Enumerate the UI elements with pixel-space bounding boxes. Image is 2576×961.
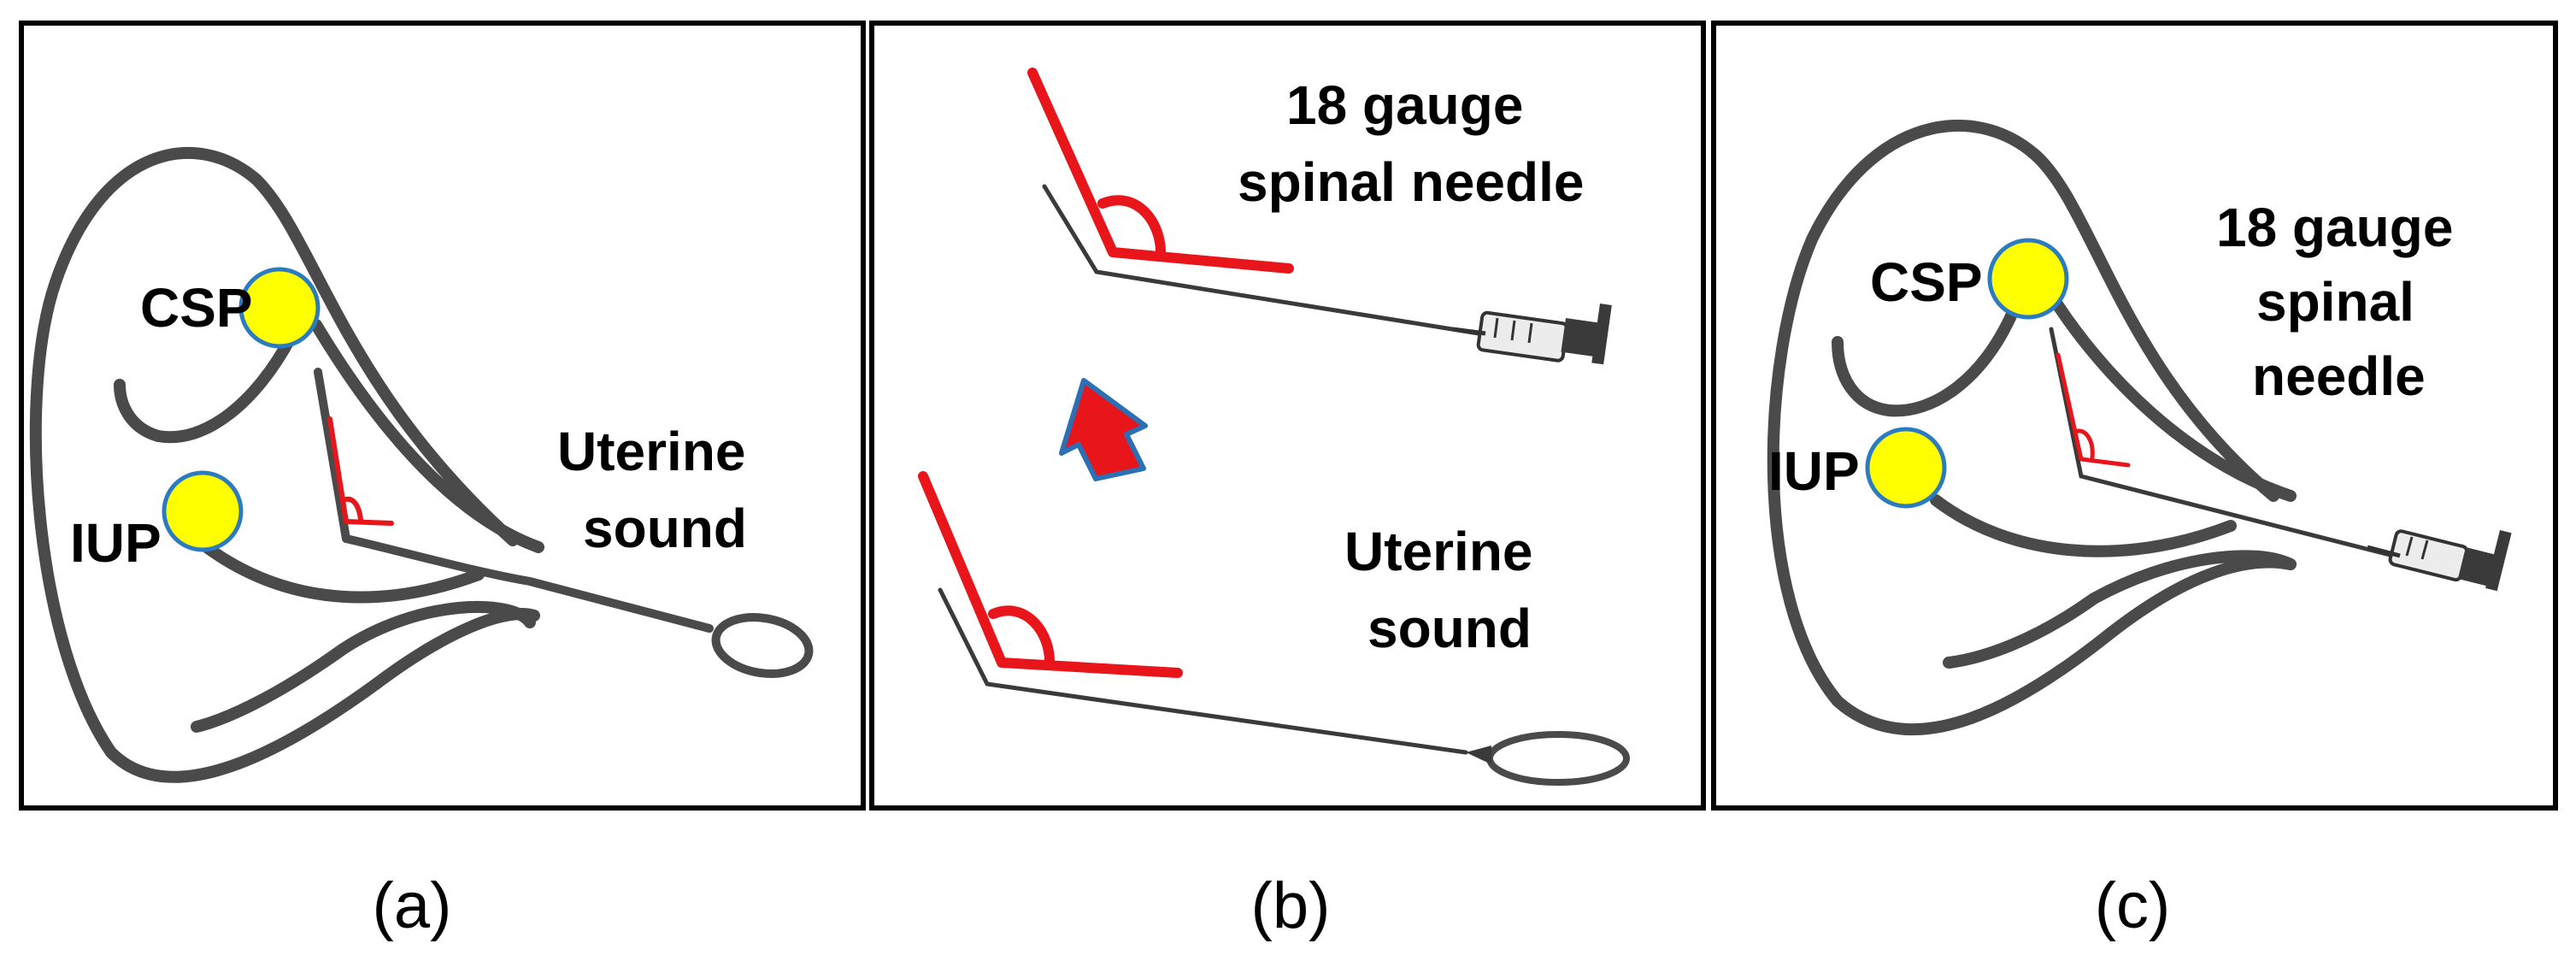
caption-a: (a) — [373, 870, 452, 942]
panel-c: CSP IUP 18 gauge spinal needle — [1711, 21, 2558, 811]
needle-bend-marker — [2056, 352, 2131, 468]
cervix-lower-lip — [1943, 550, 2297, 669]
sound-shaft — [938, 587, 1468, 755]
transition-arrow-icon — [1059, 378, 1148, 481]
sound-label-line1: Uterine — [1344, 521, 1533, 582]
cavity-upper-curve — [114, 332, 297, 444]
uterus-outline — [29, 146, 540, 783]
syringe-icon — [1452, 303, 1612, 365]
cervix-lower-lip — [191, 601, 536, 733]
panel-c-frame — [1711, 21, 2558, 811]
csp-label: CSP — [1870, 251, 1983, 313]
csp-sac — [1987, 238, 2069, 320]
panel-b-frame — [869, 21, 1706, 811]
instrument-label-line2: spinal — [2256, 271, 2414, 333]
caption-c: (c) — [2095, 870, 2171, 942]
panel-b: 18 gauge spinal needle Uterine sound — [869, 21, 1706, 811]
needle-label-line2: spinal needle — [1238, 151, 1584, 213]
iup-label: IUP — [1768, 440, 1860, 502]
panel-a-frame — [19, 21, 866, 811]
uterine-sound — [918, 471, 1630, 786]
needle-label-line1: 18 gauge — [1286, 74, 1523, 136]
sound-bend-marker — [918, 471, 1183, 678]
canal-lower-wall — [195, 537, 485, 604]
uterine-sound-bent-tip — [314, 368, 350, 543]
syringe-icon — [2367, 529, 2512, 592]
bend-angle-arc — [341, 496, 363, 522]
uterine-sound-ring-handle — [711, 613, 814, 678]
iup-sac — [162, 470, 244, 552]
iup-sac — [1865, 427, 1947, 509]
instrument-label-line3: needle — [2252, 345, 2426, 407]
spinal-needle — [1027, 68, 1612, 365]
iup-label: IUP — [70, 512, 162, 574]
instrument-label-line1: 18 gauge — [2216, 197, 2453, 258]
sound-label-line2: sound — [1367, 598, 1532, 659]
panel-a: CSP IUP Uterine sound — [19, 21, 866, 811]
canal-upper-wall — [310, 319, 544, 553]
instrument-label-line2: sound — [583, 498, 747, 559]
needle-bend-arc — [1097, 195, 1167, 262]
needle-bend-arc — [2073, 428, 2095, 460]
cavity-upper-curve — [1832, 306, 2019, 417]
sound-bend-arc — [988, 605, 1056, 670]
uterine-sound-shaft — [342, 534, 714, 633]
csp-label: CSP — [140, 277, 253, 339]
caption-b: (b) — [1251, 870, 1331, 942]
needle-bend-marker — [1027, 68, 1294, 274]
sound-ring-handle — [1486, 731, 1630, 786]
needle-shaft — [1042, 184, 1481, 336]
canal-upper-wall — [2045, 289, 2297, 502]
bend-angle-marker — [327, 416, 394, 526]
instrument-label-line1: Uterine — [557, 421, 746, 482]
csp-sac — [238, 267, 321, 349]
uterus-outline — [1767, 119, 2297, 736]
canal-lower-wall — [1930, 494, 2237, 557]
